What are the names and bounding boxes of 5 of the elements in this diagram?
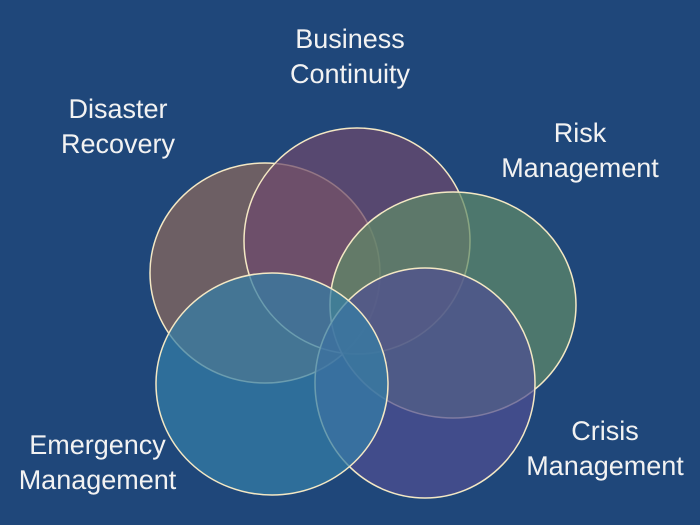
circle-label: Risk Management bbox=[500, 117, 660, 185]
circle-label: Business Continuity bbox=[288, 23, 412, 91]
circle-label: Crisis Management bbox=[525, 415, 685, 483]
circle-label: Disaster Recovery bbox=[60, 93, 176, 161]
circle-label: Emergency Management bbox=[18, 429, 178, 497]
